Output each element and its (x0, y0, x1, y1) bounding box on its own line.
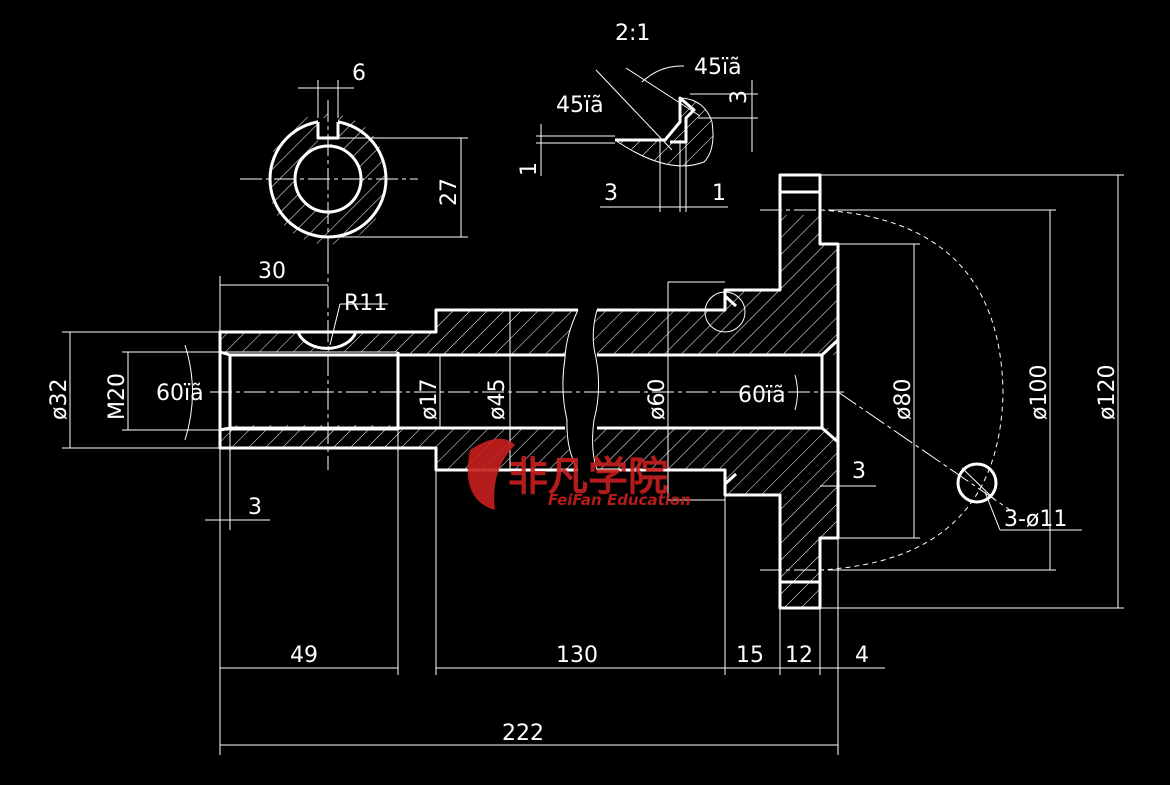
dim-dia-17: ø17 (417, 379, 442, 420)
detail-profile (615, 96, 696, 144)
detail-width-1: 1 (712, 181, 726, 206)
detail-depth-1: 1 (517, 162, 542, 176)
dim-section-height: 27 (437, 178, 462, 206)
watermark-logo-icon (467, 438, 515, 510)
dim-fillet-radius: R11 (344, 291, 387, 316)
dim-len-4: 4 (855, 643, 869, 668)
dim-total-222: 222 (502, 721, 544, 746)
detail-angle-left: 45ïã (556, 93, 604, 118)
detail-break (614, 97, 714, 167)
watermark: 非凡学院 FeiFan Education (467, 438, 691, 510)
dim-shoulder-3: 3 (852, 459, 866, 484)
detail-depth-3: 3 (727, 90, 752, 104)
detail-scale: 2:1 (615, 21, 650, 46)
bolt-circle-arc (819, 209, 1004, 571)
watermark-sub-text: FeiFan Education (548, 491, 691, 509)
dim-len-130: 130 (556, 643, 598, 668)
dim-dia-120: ø120 (1095, 365, 1120, 420)
bolt-hole (956, 462, 998, 504)
dim-dia-32: ø32 (47, 379, 72, 420)
detail-width-3: 3 (604, 181, 618, 206)
groove-detail (723, 294, 738, 310)
dimension-layer: 30 R11 ø32 M20 60ïã ø17 ø45 ø60 60ïã (47, 174, 1124, 755)
dim-dia-100: ø100 (1027, 365, 1052, 420)
dim-chamfer-3: 3 (248, 495, 262, 520)
shaft-outline-right (597, 173, 840, 610)
dim-dia-80: ø80 (891, 379, 916, 420)
dim-len-15: 15 (736, 643, 764, 668)
break-line-left (562, 309, 579, 471)
cross-section-view: 6 27 (240, 61, 468, 252)
dim-dia-60: ø60 (645, 379, 670, 420)
break-line-right (592, 309, 600, 471)
dim-thread: M20 (105, 373, 130, 420)
detail-hatch (615, 98, 713, 166)
detail-angle-top: 45ïã (694, 55, 742, 80)
r11-arc (296, 331, 358, 350)
watermark-logo-text: 非凡学院 (508, 454, 668, 500)
section-hatch (269, 113, 386, 245)
dim-slot-width: 6 (352, 61, 366, 86)
dim-len-49: 49 (290, 643, 318, 668)
dim-len-12: 12 (785, 643, 813, 668)
dim-holes: 3-ø11 (1004, 507, 1067, 532)
shaft-outline-upper (218, 308, 578, 472)
dim-countersink-angle: 60ïã (156, 381, 204, 406)
dim-center-angle: 60ïã (738, 383, 786, 408)
dim-dia-45: ø45 (485, 379, 510, 420)
main-view: 3-ø11 (210, 173, 1082, 610)
detail-view: 2:1 45ïã 45ïã 3 1 3 1 (517, 21, 758, 212)
dim-key-offset: 30 (258, 259, 286, 284)
